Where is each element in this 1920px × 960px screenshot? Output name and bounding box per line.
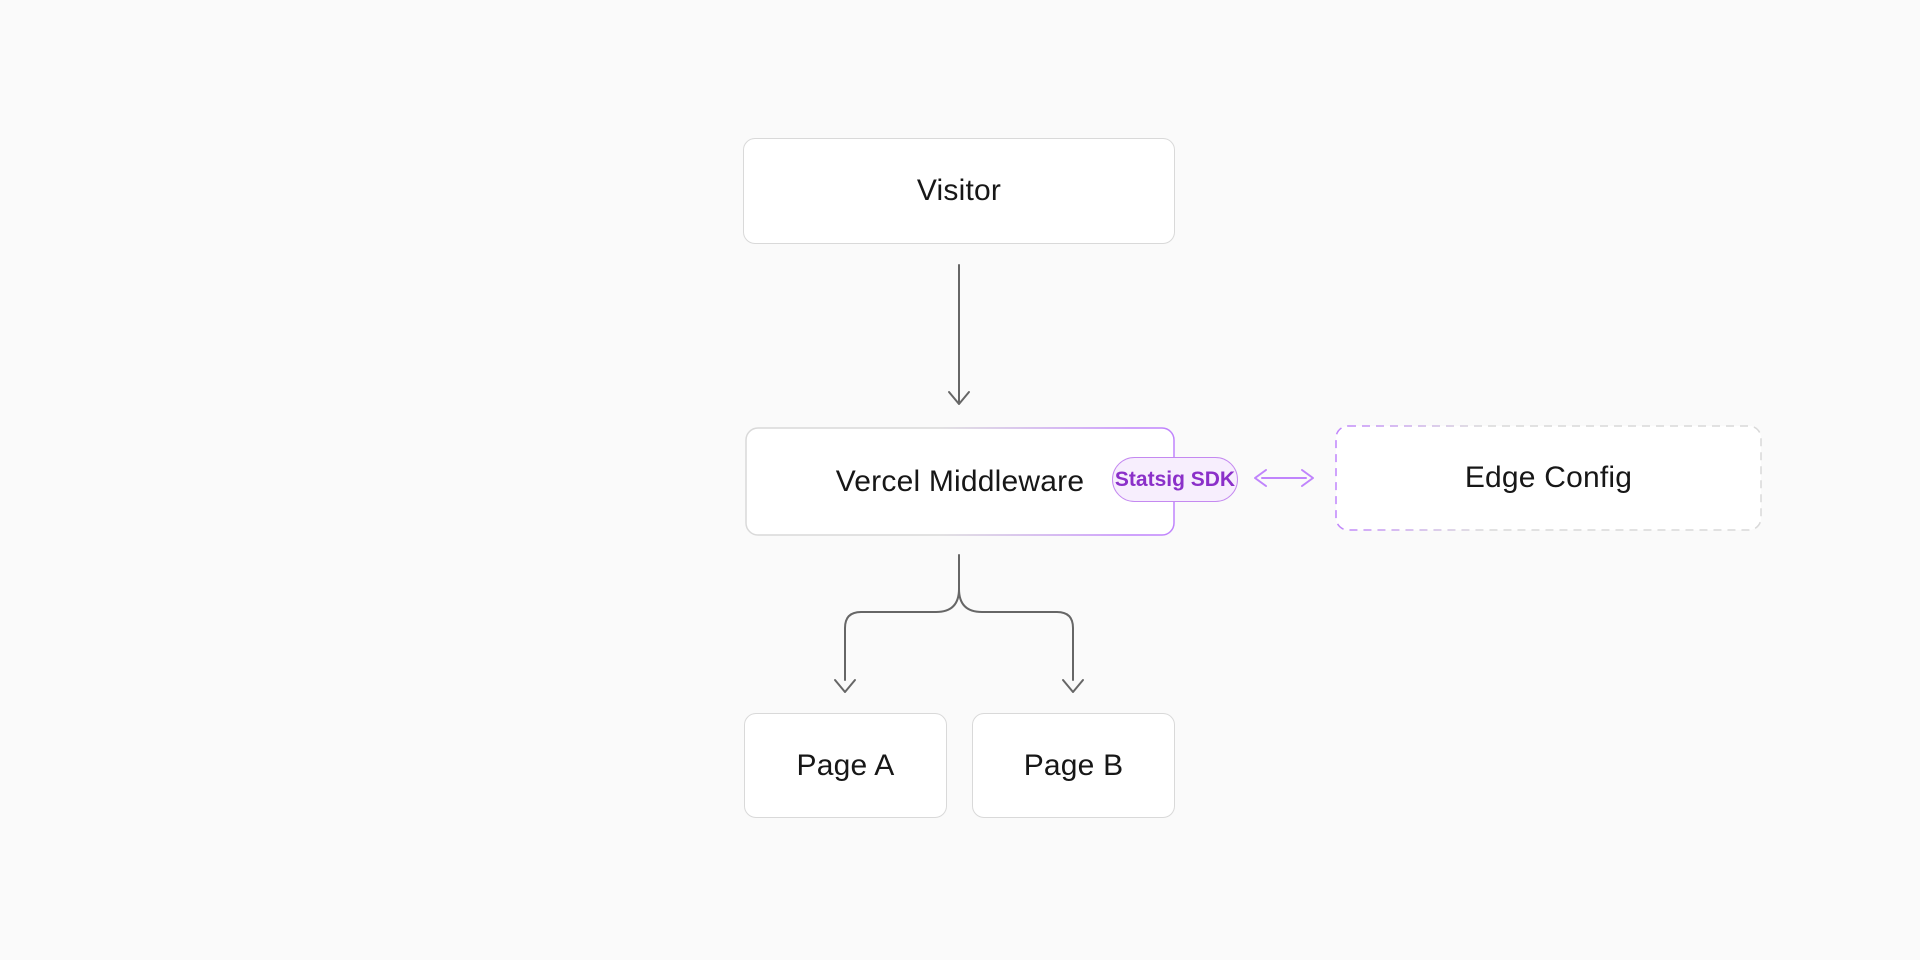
arrowhead-right-edge-config [1301, 469, 1314, 487]
node-middleware-label: Vercel Middleware [835, 464, 1085, 498]
node-visitor: Visitor [743, 138, 1175, 244]
node-edge-config: Edge Config [1336, 426, 1761, 530]
node-page-b-label: Page B [1023, 748, 1124, 782]
arrowhead-visitor-to-middleware [948, 391, 970, 405]
arrowhead-left-edge-config [1254, 469, 1267, 487]
node-edge-config-outline [1335, 425, 1762, 531]
arrowhead-page-b [1062, 679, 1084, 693]
fork-branch-right [958, 588, 1074, 681]
node-middleware: Vercel Middleware [746, 428, 1174, 535]
statsig-sdk-badge-label: Statsig SDK [1114, 467, 1236, 491]
node-page-a: Page A [744, 713, 947, 818]
fork-branch-left [844, 588, 960, 681]
node-page-a-label: Page A [796, 748, 895, 782]
statsig-sdk-badge: Statsig SDK [1112, 457, 1238, 502]
arrowhead-page-a [834, 679, 856, 693]
node-edge-config-label: Edge Config [1464, 461, 1633, 494]
node-page-b: Page B [972, 713, 1175, 818]
node-visitor-label: Visitor [916, 174, 1002, 207]
